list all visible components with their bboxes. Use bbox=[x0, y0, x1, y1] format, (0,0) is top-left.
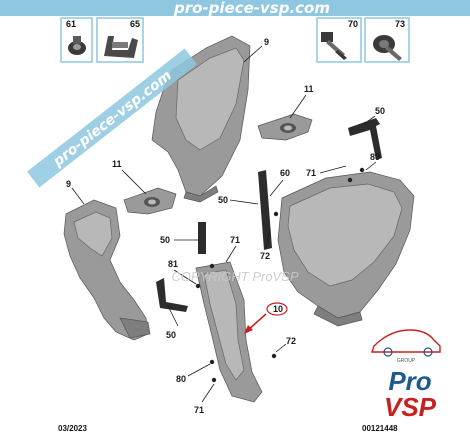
part-50-seal-mid bbox=[198, 222, 206, 254]
callout-71-right: 71 bbox=[306, 168, 316, 178]
header-watermark: pro-piece-vsp.com bbox=[173, 0, 330, 17]
leader-lines bbox=[71, 45, 377, 403]
thumb-61: 61 bbox=[60, 17, 93, 63]
part-50-seal-right bbox=[348, 118, 382, 160]
callout-60: 60 bbox=[280, 168, 290, 178]
callout-10: 10 bbox=[273, 304, 283, 314]
callout-10-highlight-ring bbox=[266, 302, 288, 316]
thumb-number-65: 65 bbox=[130, 19, 140, 29]
callout-9-left: 9 bbox=[66, 179, 71, 189]
thumb-number-61: 61 bbox=[66, 19, 76, 29]
callout-11-right: 11 bbox=[304, 84, 314, 94]
header-background bbox=[0, 0, 470, 16]
bracket-clip-icon bbox=[104, 36, 138, 58]
callout-72-mid: 72 bbox=[260, 251, 270, 261]
thumb-70: 70 bbox=[316, 17, 362, 63]
part-lower-duct bbox=[195, 261, 263, 403]
part-11-right-bracket bbox=[257, 113, 313, 141]
logo-line2: VSP bbox=[384, 392, 437, 422]
part-9-side-panel bbox=[63, 199, 151, 341]
callout-81: 81 bbox=[168, 259, 178, 269]
part-11-left-bracket bbox=[123, 187, 177, 215]
part-60-vertical-strip bbox=[258, 170, 272, 250]
header-band: pro-piece-vsp.com bbox=[0, 0, 470, 17]
thumb-65: 65 bbox=[96, 17, 144, 63]
part-9-upper-shield bbox=[151, 35, 251, 203]
callout-11-left: 11 bbox=[112, 159, 122, 169]
callout-50-low: 50 bbox=[166, 330, 176, 340]
logo-group-text: GROUP bbox=[397, 358, 416, 364]
center-watermark: COPYRIGHT ProVSP bbox=[171, 269, 298, 284]
logo-line1: Pro bbox=[388, 366, 431, 396]
callout-50-right: 50 bbox=[375, 106, 385, 116]
callout-71-low: 71 bbox=[194, 405, 204, 415]
thumb-number-73: 73 bbox=[395, 19, 405, 29]
part-10-right-panel bbox=[277, 171, 415, 327]
clip-icon bbox=[68, 36, 86, 55]
callout-50-mid: 50 bbox=[218, 195, 228, 205]
callout-72-low: 72 bbox=[286, 336, 296, 346]
footer-reference: 00121448 bbox=[362, 424, 398, 433]
bolt-icon bbox=[321, 32, 347, 60]
callout-80-right: 80 bbox=[370, 152, 380, 162]
callout-50-left: 50 bbox=[160, 235, 170, 245]
callout-71-mid: 71 bbox=[230, 235, 240, 245]
footer-date: 03/2023 bbox=[58, 424, 87, 433]
car-icon bbox=[371, 329, 441, 357]
part-50-seal-left bbox=[156, 278, 188, 312]
highlight-arrow bbox=[244, 313, 267, 334]
fasteners bbox=[195, 167, 365, 383]
callout-9-top: 9 bbox=[264, 37, 269, 47]
thumb-73: 73 bbox=[364, 17, 410, 63]
screw-icon bbox=[373, 35, 402, 61]
thumb-number-70: 70 bbox=[348, 19, 358, 29]
provsp-logo: GROUP Pro VSP bbox=[371, 329, 441, 422]
callout-80-low: 80 bbox=[176, 374, 186, 384]
